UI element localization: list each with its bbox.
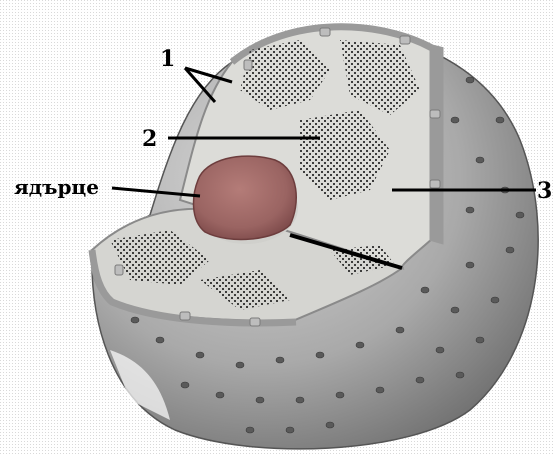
label-1: 1 — [160, 46, 175, 72]
nucleolus — [194, 156, 297, 239]
label-3: 3 — [537, 178, 552, 204]
label-2: 2 — [142, 126, 157, 152]
label-nucleolus: ядърце — [14, 175, 99, 199]
nucleolus-body — [194, 156, 298, 244]
